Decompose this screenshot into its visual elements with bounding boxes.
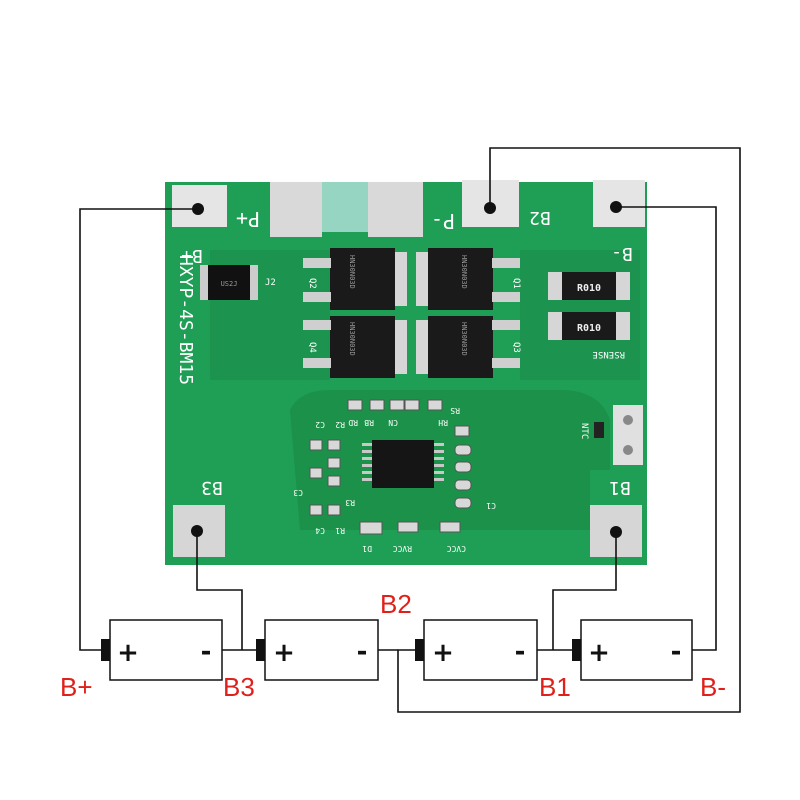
j2-label: J2 [265,278,276,288]
svg-text:C1: C1 [486,501,496,510]
ntc-hole [623,445,633,455]
svg-text:CN: CN [388,418,398,427]
p-pad-gap [322,182,368,232]
svg-text:C2: C2 [315,420,325,429]
svg-text:R3: R3 [345,498,355,507]
q2-label: Q2 [307,278,317,289]
mosfet-q3: HN30N03D [416,316,520,378]
label-b1: B1 [539,672,571,702]
cell-4-minus: - [671,637,682,667]
mosfet-q1: HN30N03D [416,248,520,310]
rsense-label: RSENSE [592,349,625,359]
svg-text:RH: RH [438,418,448,427]
wire-b3 [196,531,243,650]
diode-terminal [250,265,258,300]
b3-board-label: B3 [201,477,223,498]
label-b3: B3 [223,672,255,702]
svg-text:RB: RB [364,418,374,427]
diode-body [200,265,258,300]
label-b2: B2 [380,589,412,619]
battery-cell-3: + - [415,619,538,681]
pcb-board: P+ P- B2 B- B+ HXYP-4S-BM15 US2J J2 HN30… [165,180,647,565]
copper-pour [290,390,610,530]
q3-label: Q3 [511,342,521,353]
svg-text:R010: R010 [577,283,601,294]
battery-cell-4: + - [572,619,693,681]
svg-text:HN30N03D: HN30N03D [348,322,356,356]
svg-text:HN30N03D: HN30N03D [460,255,468,289]
ntc-pad [613,405,643,465]
svg-text:HN30N03D: HN30N03D [348,255,356,289]
mosfet-q4: HN30N03D [303,316,407,378]
p-minus-pad [368,182,423,237]
ic-pins [362,443,444,481]
wire-b1 [552,532,617,650]
battery-cell-1: + - [101,619,223,681]
b1-board-label: B1 [609,477,631,498]
ntc-component [594,422,604,438]
protection-ic [372,440,434,488]
svg-text:RS: RS [450,406,460,415]
b-minus-board-label: B- [611,243,633,264]
q1-label: Q1 [511,278,521,289]
cell-2-plus: + [273,638,295,668]
cell-4-plus: + [588,638,610,668]
p-plus-label: P+ [236,207,260,231]
svg-text:R1: R1 [335,526,345,535]
svg-text:C4: C4 [315,526,325,535]
ntc-label: NTC [579,423,589,439]
component-designators: RS RH CN RB RD C1 C2 C3 C4 R1 R2 R3 D1 R… [293,406,496,553]
svg-text:HN30N03D: HN30N03D [460,322,468,356]
mosfet-q2: HN30N03D [303,248,407,310]
cell-1-minus: - [201,637,212,667]
sense-resistor-2: R010 [548,312,630,340]
svg-text:RVCC: RVCC [393,544,412,553]
passive-components [309,399,472,535]
cell-3-minus: - [515,637,526,667]
label-b-plus: B+ [60,672,93,702]
label-b-minus: B- [700,672,726,702]
svg-text:RD: RD [348,418,358,427]
sense-resistor-1: R010 [548,272,630,300]
cell-3-plus: + [432,638,454,668]
board-model-label: HXYP-4S-BM15 [175,255,196,385]
wire-b-plus [79,208,198,651]
cell-2-minus: - [357,637,368,667]
diode-marking: US2J [221,280,238,288]
q4-label: Q4 [307,342,317,353]
battery-cell-2: + - [256,619,379,681]
b-plus-board-label: B+ [181,245,203,266]
p-minus-label: P- [431,209,455,233]
p-plus-pad [270,182,322,237]
ntc-hole [623,415,633,425]
svg-text:R2: R2 [335,420,345,429]
wire-b-minus [616,206,717,651]
svg-text:R010: R010 [577,323,601,334]
svg-text:C3: C3 [293,488,303,497]
b2-board-label: B2 [529,207,551,228]
diode-terminal [200,265,208,300]
svg-text:D1: D1 [362,544,372,553]
wiring [79,147,741,713]
svg-text:CVCC: CVCC [447,544,466,553]
cell-1-plus: + [117,638,139,668]
